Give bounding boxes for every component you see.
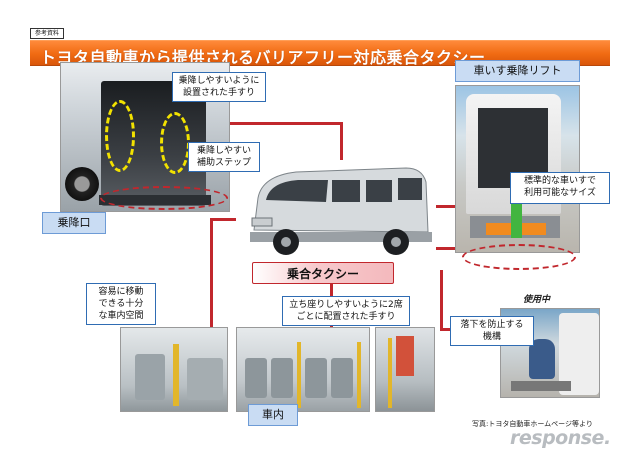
taxi-label: 乗合タクシー <box>286 267 359 281</box>
interior-space-photo <box>120 327 228 412</box>
in-use-label: 使用中 <box>523 295 551 305</box>
photo-credit: 写真:トヨタ自動車ホームページ等より <box>472 420 593 428</box>
handrail-highlight-right <box>160 112 190 174</box>
lift-highlight <box>462 244 576 270</box>
connector-line <box>416 247 456 250</box>
connector-line <box>228 122 343 125</box>
wheelchair-size-callout: 標準的な車いすで 利用可能なサイズ <box>510 172 610 204</box>
step-highlight <box>100 186 228 210</box>
interior-rear-photo <box>375 327 435 412</box>
fall-prevention-callout: 落下を防止する 機構 <box>450 316 534 346</box>
title-bar <box>30 40 610 66</box>
entrance-label: 乗降口 <box>42 212 106 234</box>
connector-line <box>340 122 343 192</box>
interior-label: 車内 <box>248 404 298 426</box>
handrail-callout: 乗降しやすいように 設置された手すり <box>172 72 266 102</box>
response-logo: response. <box>510 427 611 449</box>
van-illustration <box>236 160 436 260</box>
wheelchair-lift-label: 車いす乗降リフト <box>455 60 580 82</box>
space-callout: 容易に移動 できる十分 な車内空間 <box>86 283 156 325</box>
reference-tag: 参考資料 <box>30 28 64 39</box>
taxi-label-banner <box>252 262 394 284</box>
connector-line <box>440 270 443 330</box>
step-callout: 乗降しやすい 補助ステップ <box>188 142 260 172</box>
wheelchair-lift-photo <box>455 85 580 253</box>
rails-seats-callout: 立ち座りしやすいように2席 ごとに配置された手すり <box>282 296 410 326</box>
connector-line <box>210 218 213 328</box>
handrail-highlight-left <box>105 100 135 172</box>
connector-line <box>210 218 248 221</box>
interior-seats-photo <box>236 327 370 412</box>
